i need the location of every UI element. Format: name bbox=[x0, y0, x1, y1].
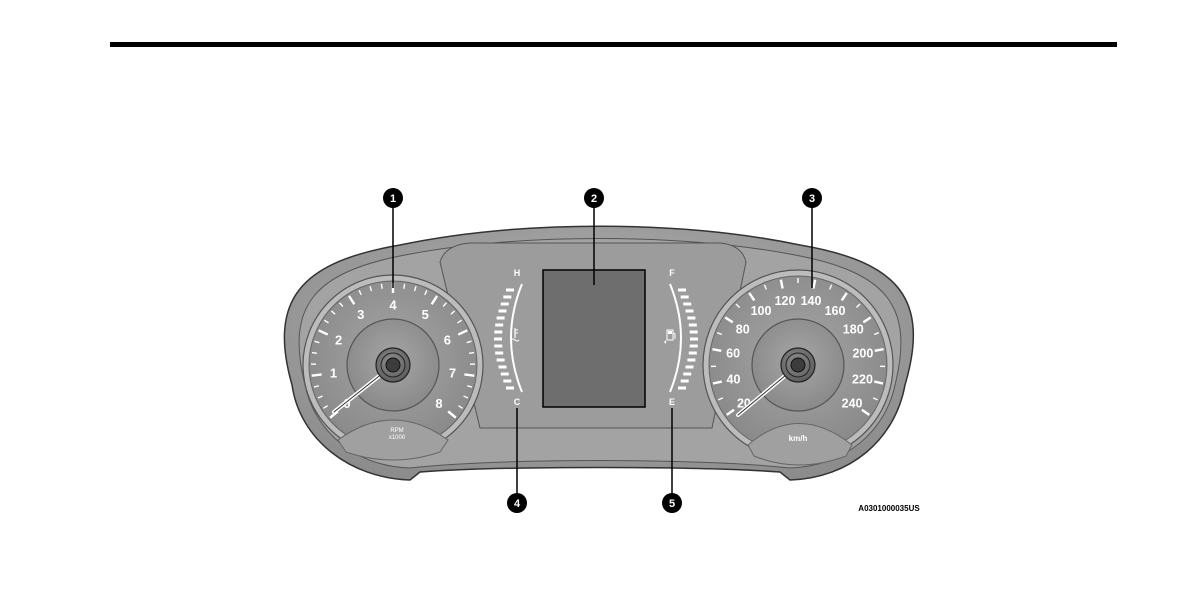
callout-5-number: 5 bbox=[669, 498, 675, 510]
fuel-gauge-segment bbox=[690, 331, 698, 334]
temp-high-label: H bbox=[514, 268, 521, 278]
temp-gauge-segment bbox=[503, 296, 511, 299]
temp-gauge-segment bbox=[495, 352, 503, 355]
temp-gauge-segment bbox=[494, 345, 502, 348]
tachometer-minor-tick bbox=[381, 284, 382, 289]
fuel-gauge-segment bbox=[687, 317, 695, 320]
tachometer-tick-label: 1 bbox=[330, 366, 337, 381]
speedometer-tick-label: 200 bbox=[852, 347, 873, 361]
speedometer-tick-label: 240 bbox=[842, 396, 863, 410]
callout-1-number: 1 bbox=[390, 193, 396, 205]
tachometer-tick-label: 5 bbox=[422, 307, 429, 322]
tachometer-minor-tick bbox=[469, 353, 474, 354]
speedometer-major-tick bbox=[875, 349, 884, 351]
temp-gauge-segment bbox=[506, 387, 514, 390]
fuel-gauge-segment bbox=[689, 324, 697, 327]
temp-gauge-segment bbox=[506, 289, 514, 292]
fuel-gauge-segment bbox=[687, 359, 695, 362]
fuel-gauge-segment bbox=[678, 289, 686, 292]
speedometer-major-tick bbox=[712, 349, 721, 351]
callout-5: 5 bbox=[662, 493, 682, 513]
header-rule bbox=[110, 42, 1117, 47]
fuel-gauge-segment bbox=[678, 387, 686, 390]
tachometer-multiplier-label: x1000 bbox=[389, 435, 406, 441]
speedometer-hub-cap bbox=[791, 358, 805, 372]
fuel-gauge-segment bbox=[685, 310, 693, 313]
tachometer-tick-label: 7 bbox=[449, 366, 456, 381]
temp-gauge-segment bbox=[501, 373, 509, 376]
tachometer-major-tick bbox=[464, 374, 474, 375]
tachometer-tick-label: 6 bbox=[444, 332, 451, 347]
fuel-gauge-segment bbox=[681, 296, 689, 299]
speedometer-tick-label: 220 bbox=[852, 373, 873, 387]
tachometer-tick-label: 3 bbox=[357, 307, 364, 322]
speedometer-unit-label: km/h bbox=[789, 434, 808, 443]
tachometer-tick-label: 8 bbox=[435, 396, 442, 411]
tachometer-hub-cap bbox=[386, 358, 400, 372]
tachometer-minor-tick bbox=[312, 353, 317, 354]
temp-gauge-segment bbox=[494, 331, 502, 334]
tachometer-minor-tick bbox=[404, 284, 405, 289]
temp-gauge-segment bbox=[499, 310, 507, 313]
speedometer-tick-label: 100 bbox=[751, 304, 772, 318]
callout-3-number: 3 bbox=[809, 193, 815, 205]
fuel-gauge-segment bbox=[685, 366, 693, 369]
temp-gauge-segment bbox=[497, 317, 505, 320]
figure-code: A0301000035US bbox=[858, 504, 920, 513]
speedometer-tick-label: 40 bbox=[727, 373, 741, 387]
fuel-gauge-segment bbox=[690, 345, 698, 348]
temp-gauge-segment bbox=[501, 303, 509, 306]
temp-gauge-segment bbox=[497, 359, 505, 362]
fuel-gauge-segment bbox=[683, 373, 691, 376]
speedometer-tick-label: 180 bbox=[843, 322, 864, 336]
tachometer-tick-label: 2 bbox=[335, 332, 342, 347]
temp-gauge-segment bbox=[494, 338, 502, 341]
fuel-gauge-segment bbox=[690, 338, 698, 341]
fuel-gauge-segment bbox=[683, 303, 691, 306]
tachometer-tick-label: 4 bbox=[389, 298, 397, 313]
temp-gauge-segment bbox=[499, 366, 507, 369]
fuel-empty-label: E bbox=[669, 397, 675, 407]
speedometer-tick-label: 120 bbox=[775, 294, 796, 308]
callout-1: 1 bbox=[383, 188, 403, 208]
callout-4: 4 bbox=[507, 493, 527, 513]
temp-gauge-segment bbox=[495, 324, 503, 327]
temp-low-label: C bbox=[514, 397, 521, 407]
fuel-gauge-segment bbox=[681, 380, 689, 383]
speedometer-tick-label: 80 bbox=[736, 322, 750, 336]
speedometer-tick-label: 160 bbox=[825, 304, 846, 318]
callout-2-number: 2 bbox=[591, 193, 597, 205]
tachometer-unit-label: RPM bbox=[390, 428, 403, 434]
info-display bbox=[543, 270, 645, 407]
speedometer-tick-label: 140 bbox=[801, 294, 822, 308]
callout-4-number: 4 bbox=[514, 498, 521, 510]
callout-3: 3 bbox=[802, 188, 822, 208]
fuel-gauge-segment bbox=[689, 352, 697, 355]
speedometer-tick-label: 60 bbox=[726, 347, 740, 361]
temp-gauge-segment bbox=[503, 380, 511, 383]
callout-2: 2 bbox=[584, 188, 604, 208]
tachometer-major-tick bbox=[312, 374, 322, 375]
fuel-full-label: F bbox=[669, 268, 675, 278]
